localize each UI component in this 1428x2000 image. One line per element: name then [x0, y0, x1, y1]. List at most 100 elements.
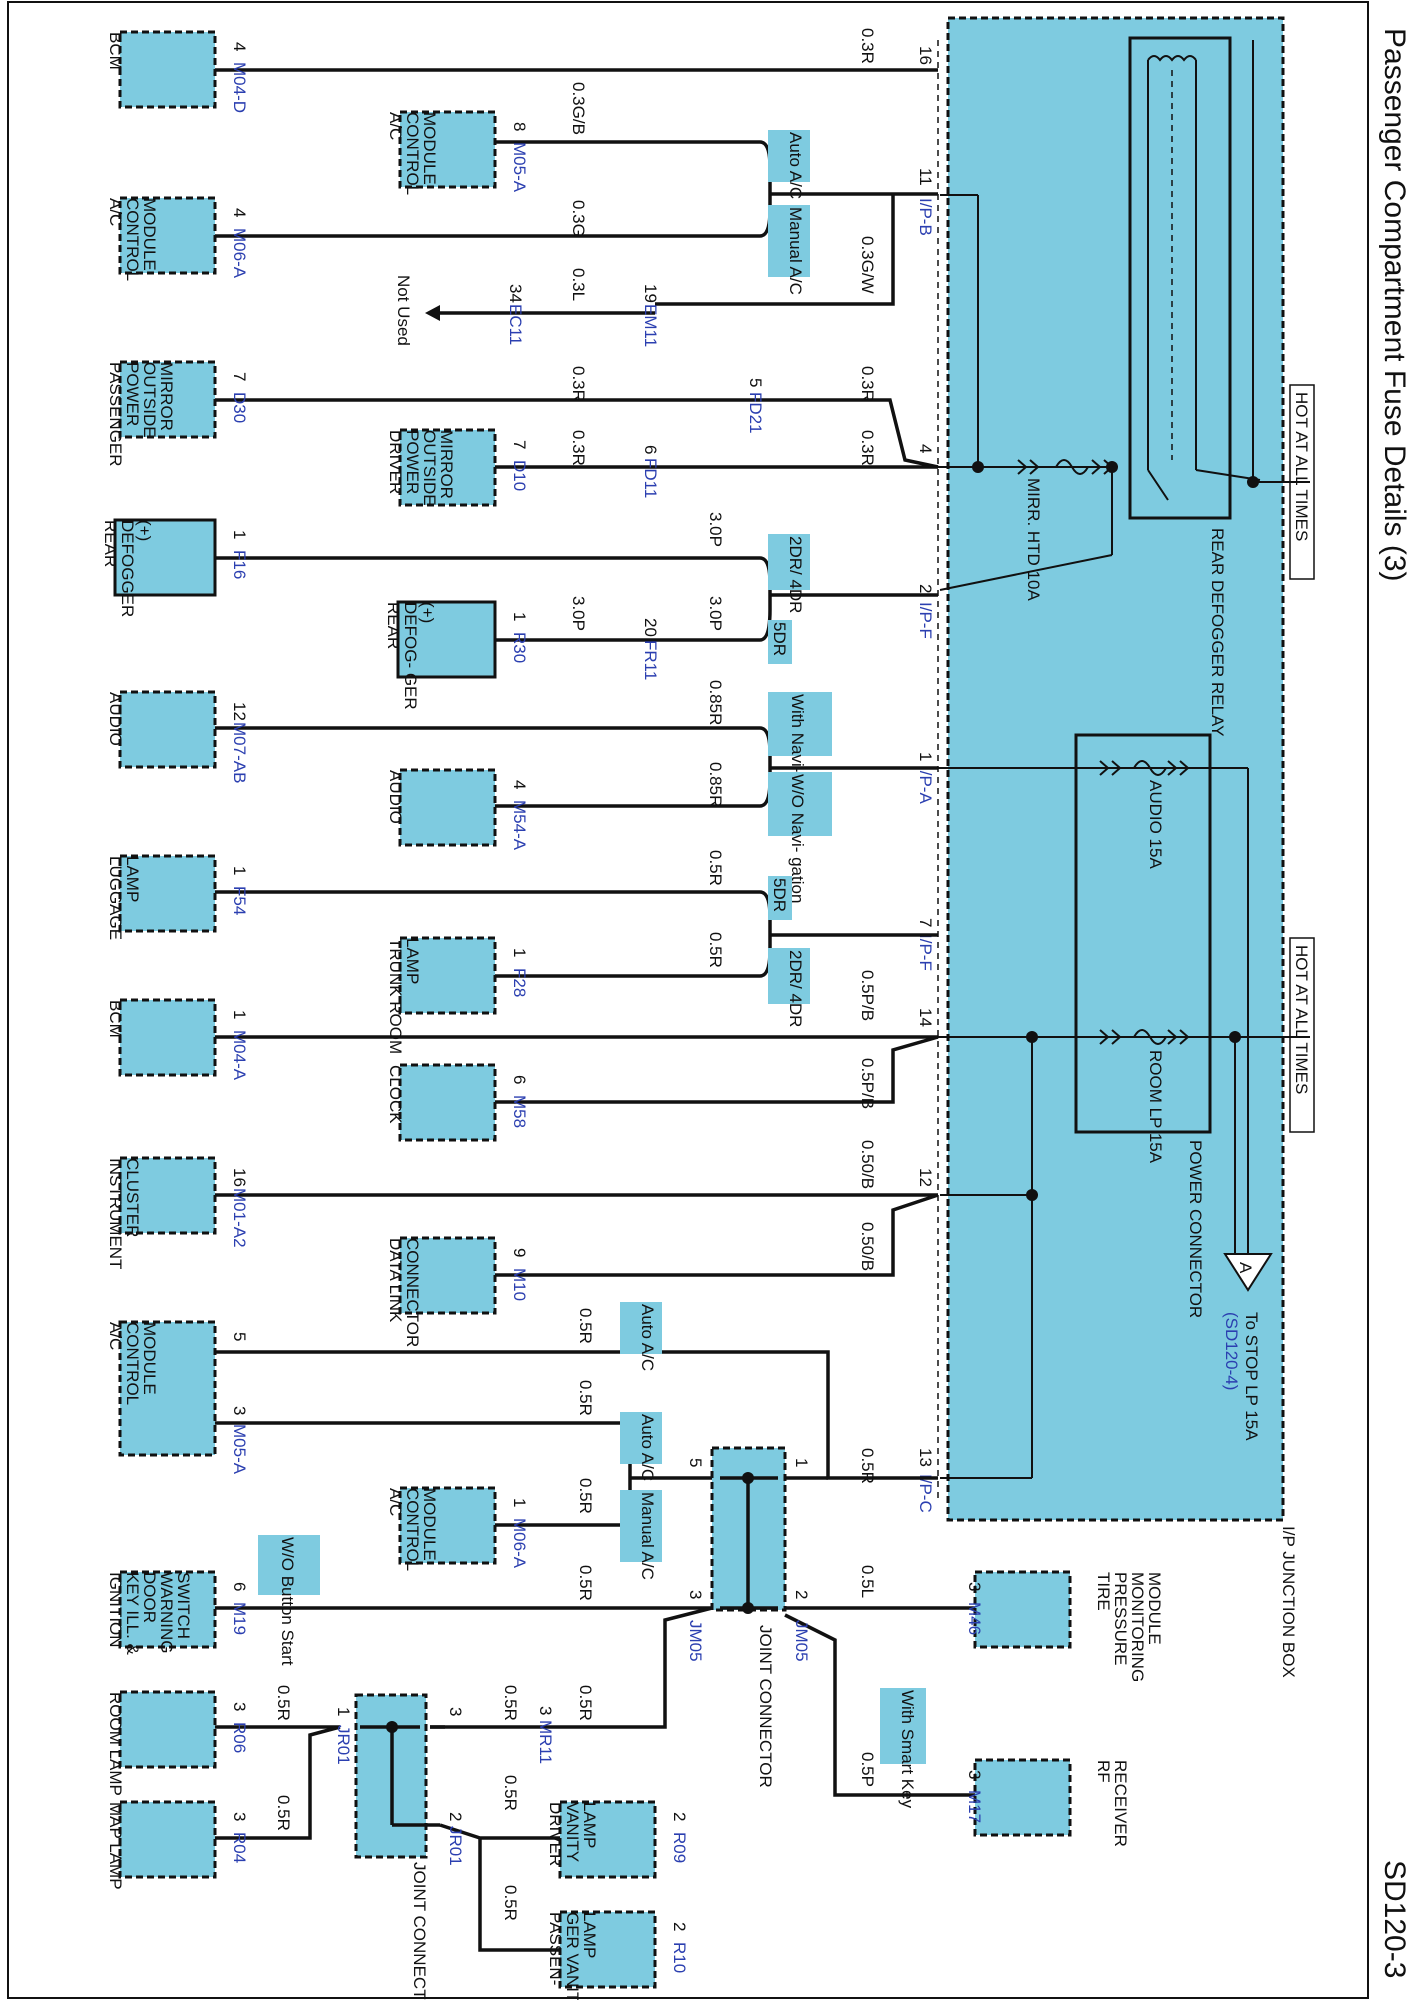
wire-labels: 0.3R 0.3G/B 0.3G 0.3G/W 0.3L 0.3R 0.3R 0… [274, 28, 877, 1921]
component-name: A/CCONTROLMODULE [106, 1322, 159, 1405]
svg-text:14: 14 [916, 1008, 935, 1027]
component-pin: 1 [230, 866, 249, 875]
component-name: DRIVERVANITYLAMP [546, 1802, 599, 1866]
component-name: DATA LINKCONNECTOR [386, 1238, 422, 1347]
component-name: DRIVERPOWEROUTSIDEMIRROR [386, 430, 456, 506]
component-name: AUDIO [386, 770, 405, 824]
component-name: AUDIO [106, 692, 125, 746]
svg-text:0.5R: 0.5R [576, 1308, 595, 1344]
page-frame [7, 1, 1369, 1999]
component-pin-2: 3 [230, 1406, 249, 1415]
component-name: BCM [106, 32, 125, 70]
svg-text:0.3R: 0.3R [569, 366, 588, 402]
component-pin: 7 [230, 372, 249, 381]
not-used-arrow [425, 305, 440, 321]
component-pin: 4 [230, 42, 249, 51]
svg-text:0.5L: 0.5L [858, 1565, 877, 1598]
component-pin: 5 [230, 1332, 249, 1341]
fuse-audio: AUDIO 15A [938, 760, 1248, 869]
svg-text:Manual A/C: Manual A/C [638, 1492, 657, 1580]
to-stop-label: To STOP LP 15A [1242, 1312, 1261, 1441]
component-connector: M05-A [510, 142, 529, 193]
svg-text:0.5R: 0.5R [576, 1565, 595, 1601]
svg-text:5DR: 5DR [770, 878, 789, 912]
fuse-room-lp: ROOM LP 15A [938, 1029, 1310, 1164]
to-stop-ref: (SD120-4) [1222, 1312, 1241, 1390]
svg-text:EC11: EC11 [506, 304, 525, 345]
svg-text:I/P-F: I/P-F [916, 602, 935, 639]
svg-text:ROOM LP 15A: ROOM LP 15A [1146, 1050, 1165, 1164]
component-connector: M10 [510, 1268, 529, 1301]
svg-text:FR11: FR11 [641, 640, 660, 680]
component-connector: R30 [510, 632, 529, 663]
svg-text:0.85R: 0.85R [706, 762, 725, 807]
svg-text:11: 11 [916, 168, 935, 186]
svg-text:FD11: FD11 [641, 458, 660, 498]
component-connector: F16 [230, 550, 249, 579]
svg-text:5: 5 [686, 1458, 705, 1467]
power-connector: POWER CONNECTOR [1074, 733, 1212, 1318]
svg-text:JOINT CONNECTOR: JOINT CONNECTOR [756, 1625, 775, 1788]
svg-text:0.3G/W: 0.3G/W [858, 236, 877, 294]
svg-text:I/P-A: I/P-A [916, 766, 935, 804]
svg-text:34: 34 [506, 284, 525, 303]
svg-text:0.5R: 0.5R [501, 1775, 520, 1811]
svg-text:3.0P: 3.0P [706, 512, 725, 547]
component-connector: D10 [510, 460, 529, 491]
component-name: MAP LAMP [106, 1802, 125, 1890]
component-name: PASSEN-GER VANITYLAMP [546, 1912, 599, 2000]
component-name: A/CCONTROLMODULE [386, 112, 439, 195]
svg-text:Manual A/C: Manual A/C [786, 207, 805, 295]
component-name: TRUNK ROOMLAMP [386, 938, 422, 1054]
component-pin: 2 [670, 1812, 689, 1821]
component-connector: M06-A [230, 228, 249, 279]
component-pin: 4 [230, 208, 249, 217]
component-pin: 1 [510, 948, 529, 957]
svg-text:Not Used: Not Used [394, 275, 413, 346]
junction-box-label: I/P JUNCTION BOX [1279, 1526, 1298, 1678]
wire-label-jr01-map: 0.5R [274, 1795, 293, 1831]
svg-text:5: 5 [746, 378, 765, 387]
inline-connectors: 19 EM11 34 EC11 Not Used 5 FD21 6 FD11 2… [394, 275, 765, 1764]
svg-text:1: 1 [334, 1707, 353, 1716]
component-pin: 1 [510, 612, 529, 621]
svg-text:0.3R: 0.3R [858, 366, 877, 402]
component-connector: M01-A2 [230, 1188, 249, 1248]
svg-text:I/P-F: I/P-F [916, 934, 935, 971]
svg-text:Auto A/C: Auto A/C [638, 1304, 657, 1371]
component-connector: M58 [510, 1095, 529, 1128]
svg-text:0.3G/B: 0.3G/B [569, 82, 588, 135]
component-pin: 9 [510, 1248, 529, 1257]
joint-connector-jr01: 1 3 2 JR01 JR01 JOINT CONNECTOR [334, 1693, 465, 2000]
component-name: ROOM LAMP [106, 1692, 125, 1796]
svg-text:1: 1 [792, 1458, 811, 1467]
svg-text:3: 3 [536, 1706, 555, 1715]
svg-text:FD21: FD21 [746, 392, 765, 434]
component-connector: F28 [510, 968, 529, 997]
component-pin: 1 [230, 1010, 249, 1019]
component-connector: R10 [670, 1942, 689, 1973]
svg-text:With Smart Key: With Smart Key [898, 1690, 917, 1809]
svg-text:2: 2 [792, 1590, 811, 1599]
svg-text:0.3G: 0.3G [569, 200, 588, 237]
page-title: Passenger Compartment Fuse Details (3) [1378, 28, 1411, 582]
component-name: INSTRUMENTCLUSTER [106, 1158, 142, 1269]
svg-text:0.5P/B: 0.5P/B [858, 1058, 877, 1109]
component-connector: M04-D [230, 62, 249, 113]
component-pin: 1 [230, 530, 249, 539]
svg-text:AUDIO 15A: AUDIO 15A [1146, 780, 1165, 869]
component-name: A/CCONTROLMODULE [106, 198, 159, 281]
